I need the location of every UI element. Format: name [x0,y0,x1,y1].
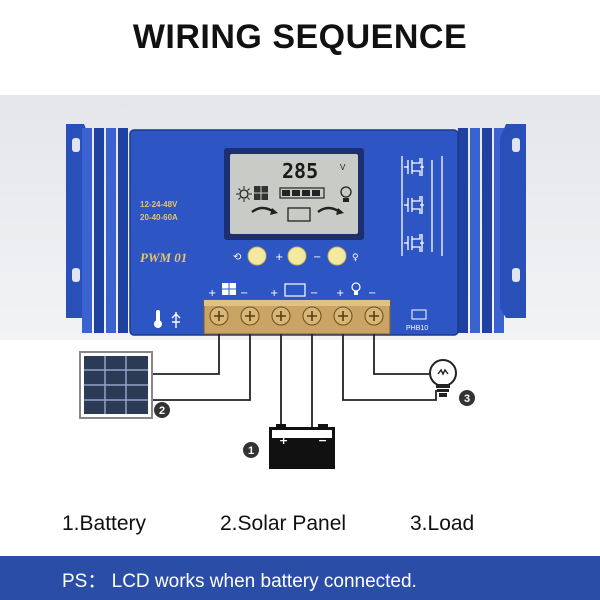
lcd-reading: 285 [282,159,318,183]
step-marker-3-label: 3 [464,393,470,405]
wiring [152,334,437,428]
button-left[interactable] [247,246,267,266]
battery-icon: + − [269,424,335,469]
wire-panel-positive [152,334,220,375]
terminal-bulb-icon [351,282,361,295]
step-label-solar-panel: 2.Solar Panel [220,512,347,535]
footer-banner: PS： LCD works when battery connected. [0,556,600,600]
terminal-labels: + − + − + − [208,282,376,299]
spec-current: 20-40-60A [140,213,178,222]
svg-text:+: + [208,288,216,299]
usb-icon [171,312,181,328]
step-marker-2 [154,402,170,418]
network-port [411,309,427,320]
lcd-battery-level [279,187,325,199]
lcd-unit: V [340,163,346,172]
terminal-block [203,299,391,335]
bulb-icon [429,359,457,397]
step-marker-2-label: 2 [159,405,165,417]
wire-load-negative [373,334,430,375]
lcd-sun-icon [236,186,252,202]
lcd-panel-icon [254,186,268,200]
step-labels: 1.Battery 2.Solar Panel 3.Load [0,512,600,542]
step-marker-3 [459,390,475,406]
svg-text:−: − [240,288,248,299]
terminal-panel-icon [222,283,236,295]
svg-text:+: + [279,434,288,447]
page-title: WIRING SEQUENCE [132,18,468,56]
button-right[interactable] [327,246,347,266]
step-label-load: 3.Load [410,512,475,535]
svg-text:−: − [368,288,376,299]
svg-text:−: − [318,434,327,447]
svg-text:⟲: ⟲ [233,252,242,263]
charge-controller: 12-24-48V 20-40-60A 285 V [66,124,526,336]
svg-text:+: + [270,288,278,299]
port-label: PHB10 [406,325,428,332]
control-buttons: ⟲ + − ♀ [233,246,359,266]
button-middle[interactable] [287,246,307,266]
spec-voltage: 12-24-48V [140,200,178,209]
step-marker-1 [243,442,259,458]
svg-text:−: − [310,288,318,299]
svg-text:+: + [336,288,344,299]
footer-note: PS： LCD works when battery connected. [62,571,417,592]
svg-text:♀: ♀ [352,253,359,263]
terminal-battery-icon [284,283,306,297]
model-name: PWM 01 [140,250,187,265]
thermometer-icon [154,310,162,328]
wire-load-positive [342,334,437,401]
solar-panel-icon [79,351,153,419]
lcd-bulb-icon [340,186,352,202]
step-marker-1-label: 1 [248,445,254,457]
mosfet-icon [401,156,443,256]
wire-panel-negative [152,334,251,401]
svg-text:+: + [275,252,283,263]
right-heatsink [458,124,526,333]
step-label-battery: 1.Battery [62,512,147,535]
left-heatsink [66,124,128,333]
lcd-flow-arrows [251,206,344,222]
svg-text:−: − [313,252,321,263]
